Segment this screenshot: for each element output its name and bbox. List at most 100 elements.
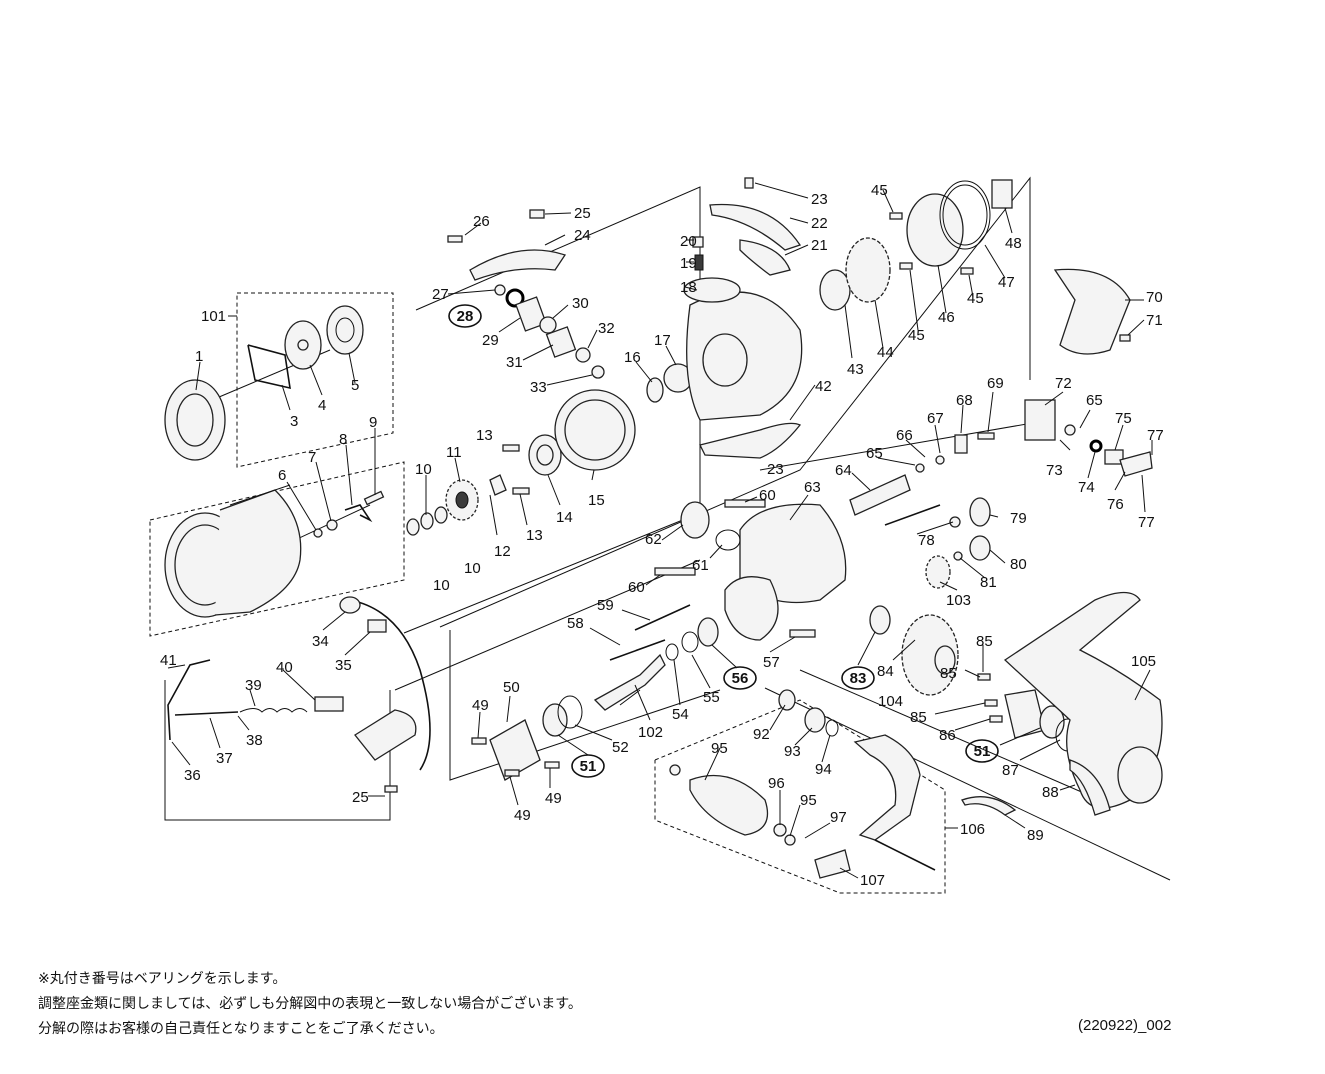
part-label: 67 — [927, 410, 944, 427]
part-label: 85 — [910, 709, 927, 726]
part-label: 55 — [703, 689, 720, 706]
part-label: 49 — [545, 790, 562, 807]
part-label: 61 — [692, 557, 709, 574]
part-label: 39 — [245, 677, 262, 694]
part-number-labels: 1 3 4 5 6 7 8 9 10 10 10 10 11 12 13 13 … — [160, 182, 1164, 889]
part-label: 64 — [835, 462, 852, 479]
part-label: 78 — [918, 532, 935, 549]
bearing-label: 28 — [457, 308, 474, 325]
part-label: 77 — [1138, 514, 1155, 531]
part-label: 81 — [980, 574, 997, 591]
part-label: 19 — [680, 255, 697, 272]
part-label: 25 — [352, 789, 369, 806]
part-label: 69 — [987, 375, 1004, 392]
part-label: 95 — [711, 740, 728, 757]
part-label: 23 — [811, 191, 828, 208]
part-label: 63 — [804, 479, 821, 496]
bearing-label: 51 — [974, 743, 991, 760]
part-label: 94 — [815, 761, 832, 778]
part-label: 16 — [624, 349, 641, 366]
part-label: 15 — [588, 492, 605, 509]
part-label: 85 — [940, 665, 957, 682]
part-label: 10 — [433, 577, 450, 594]
part-label: 50 — [503, 679, 520, 696]
leader-lines — [167, 182, 1153, 879]
part-label: 13 — [526, 527, 543, 544]
diagram-reference-code: (220922)_002 — [1078, 1017, 1172, 1034]
part-label: 8 — [339, 431, 347, 448]
part-label: 24 — [574, 227, 591, 244]
part-label: 36 — [184, 767, 201, 784]
part-label: 102 — [638, 724, 663, 741]
part-label: 17 — [654, 332, 671, 349]
part-label: 45 — [871, 182, 888, 199]
part-label: 43 — [847, 361, 864, 378]
part-label: 96 — [768, 775, 785, 792]
part-label: 21 — [811, 237, 828, 254]
part-label: 37 — [216, 750, 233, 767]
part-label: 47 — [998, 274, 1015, 291]
part-label: 14 — [556, 509, 573, 526]
part-label: 7 — [308, 449, 316, 466]
part-label: 92 — [753, 726, 770, 743]
part-label: 68 — [956, 392, 973, 409]
part-label: 60 — [628, 579, 645, 596]
part-label: 62 — [645, 531, 662, 548]
bearing-label: 51 — [580, 758, 597, 775]
part-label: 10 — [464, 560, 481, 577]
part-label: 57 — [763, 654, 780, 671]
part-label: 22 — [811, 215, 828, 232]
part-label: 74 — [1078, 479, 1095, 496]
part-label: 75 — [1115, 410, 1132, 427]
part-label: 87 — [1002, 762, 1019, 779]
part-label: 1 — [195, 348, 203, 365]
part-label: 59 — [597, 597, 614, 614]
part-label: 58 — [567, 615, 584, 632]
part-label: 101 — [201, 308, 226, 325]
component-shapes — [164, 177, 1163, 879]
part-label: 88 — [1042, 784, 1059, 801]
part-label: 9 — [369, 414, 377, 431]
part-label: 46 — [938, 309, 955, 326]
part-label: 41 — [160, 652, 177, 669]
part-label: 26 — [473, 213, 490, 230]
part-label: 4 — [318, 397, 326, 414]
part-label: 35 — [335, 657, 352, 674]
handle-knob-part — [689, 774, 769, 836]
part-label: 71 — [1146, 312, 1163, 329]
bearing-label: 56 — [732, 670, 749, 687]
note-shims: 調整座金類に関しましては、必ずしも分解図中の表現と一致しない場合がございます。 — [38, 996, 582, 1012]
part-label: 49 — [472, 697, 489, 714]
bearing-marker — [571, 754, 605, 778]
part-label: 84 — [877, 663, 894, 680]
bearing-label: 83 — [850, 670, 867, 687]
part-label: 70 — [1146, 289, 1163, 306]
part-label: 65 — [866, 445, 883, 462]
part-label: 93 — [784, 743, 801, 760]
part-label: 29 — [482, 332, 499, 349]
part-label: 27 — [432, 286, 449, 303]
part-label: 86 — [939, 727, 956, 744]
part-label: 104 — [878, 693, 903, 710]
part-label: 73 — [1046, 462, 1063, 479]
bearing-marker — [965, 739, 999, 763]
part-label: 77 — [1147, 427, 1164, 444]
part-label: 95 — [800, 792, 817, 809]
spool-part — [164, 484, 302, 618]
part-label: 89 — [1027, 827, 1044, 844]
part-label: 3 — [290, 413, 298, 430]
part-label: 5 — [351, 377, 359, 394]
part-label: 49 — [514, 807, 531, 824]
part-label: 13 — [476, 427, 493, 444]
part-label: 105 — [1131, 653, 1156, 670]
part-label: 11 — [446, 444, 462, 461]
part-label: 18 — [680, 279, 697, 296]
part-label: 34 — [312, 633, 329, 650]
part-label: 48 — [1005, 235, 1022, 252]
part-label: 25 — [574, 205, 591, 222]
part-label: 33 — [530, 379, 547, 396]
part-label: 66 — [896, 427, 913, 444]
part-label: 20 — [680, 233, 697, 250]
part-label: 23 — [767, 461, 784, 478]
part-label: 85 — [976, 633, 993, 650]
